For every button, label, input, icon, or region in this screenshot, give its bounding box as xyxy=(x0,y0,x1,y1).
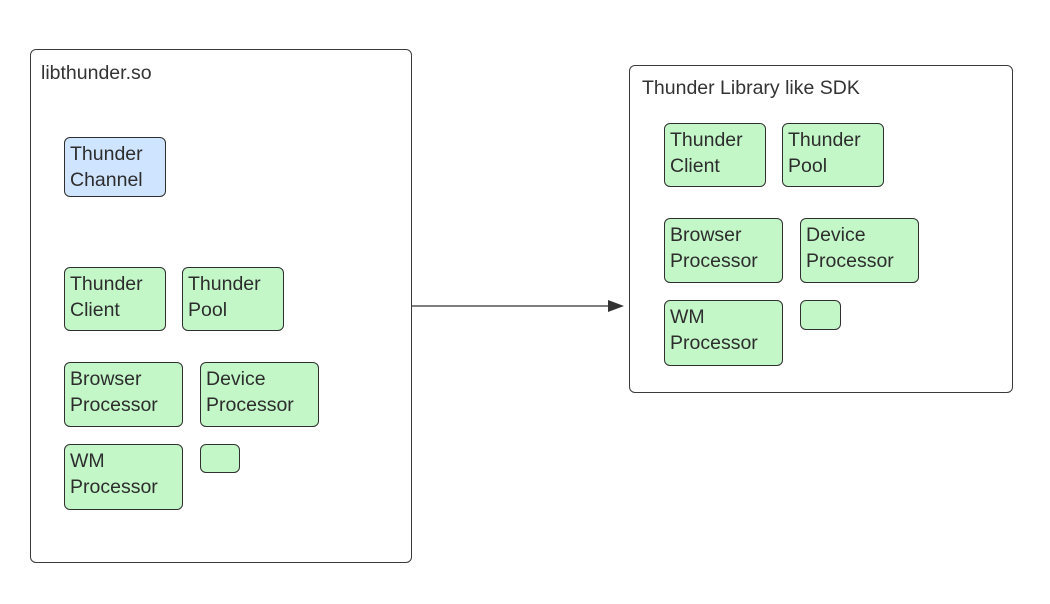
right-thunder-pool-node[interactable]: Thunder Pool xyxy=(782,123,884,187)
arrowhead-icon xyxy=(608,300,624,312)
left-wm-processor-node[interactable]: WM Processor xyxy=(64,444,183,510)
libthunder-title: libthunder.so xyxy=(41,62,152,84)
left-empty-node[interactable] xyxy=(200,444,240,473)
right-browser-processor-node[interactable]: Browser Processor xyxy=(664,218,783,283)
left-thunder-channel-node[interactable]: Thunder Channel xyxy=(64,137,166,197)
right-wm-processor-node[interactable]: WM Processor xyxy=(664,300,783,366)
right-empty-node[interactable] xyxy=(800,300,841,330)
right-thunder-client-node[interactable]: Thunder Client xyxy=(664,123,766,187)
thunder-sdk-title: Thunder Library like SDK xyxy=(642,77,860,99)
right-device-processor-node[interactable]: Device Processor xyxy=(800,218,919,283)
left-device-processor-node[interactable]: Device Processor xyxy=(200,362,319,427)
left-thunder-pool-node[interactable]: Thunder Pool xyxy=(182,267,284,331)
left-thunder-client-node[interactable]: Thunder Client xyxy=(64,267,166,331)
left-browser-processor-node[interactable]: Browser Processor xyxy=(64,362,183,427)
